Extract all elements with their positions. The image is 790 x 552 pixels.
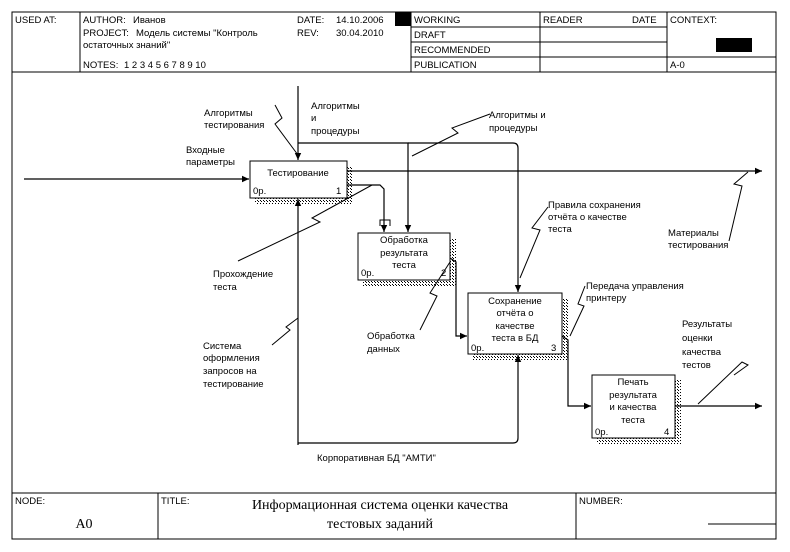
label-data-processing-line2: данных bbox=[367, 344, 400, 355]
label-saving-rules-line2: отчёта о качестве bbox=[548, 212, 627, 223]
label-query-system-line2: оформления bbox=[203, 353, 260, 364]
label-algorithms-procedures-1-line3: процедуры bbox=[311, 126, 360, 137]
rev-label: REV: bbox=[297, 28, 319, 39]
author-label: AUTHOR: bbox=[83, 15, 126, 26]
label-quality-results-line4: тестов bbox=[682, 360, 711, 371]
notes-value: 1 2 3 4 5 6 7 8 9 10 bbox=[124, 60, 206, 71]
context-thumbnail[interactable] bbox=[716, 38, 752, 52]
label-quality-results-line1: Результаты bbox=[682, 319, 732, 330]
arrow-data-processing[interactable] bbox=[449, 257, 467, 340]
arrow-saving-rules[interactable] bbox=[408, 142, 522, 292]
activity-name-printing-line4: теста bbox=[621, 415, 646, 426]
tunnel-bracket-icon bbox=[379, 219, 391, 226]
activity-number-processing: 2 bbox=[441, 268, 446, 279]
label-query-system-line4: тестирование bbox=[203, 379, 264, 390]
footer-frame bbox=[11, 492, 777, 540]
node-value: A0 bbox=[75, 517, 92, 532]
label-algorithms-procedures-1-line2: и bbox=[311, 113, 316, 124]
diagram-title-line1: Информационная система оценки качества bbox=[252, 498, 509, 513]
activity-number-printing: 4 bbox=[664, 427, 669, 438]
arrow-corporate-db[interactable] bbox=[298, 355, 522, 444]
reader-date-label: DATE bbox=[632, 15, 657, 26]
label-data-processing-line1: Обработка bbox=[367, 331, 416, 342]
project-value-line1: Модель системы "Контроль bbox=[136, 28, 258, 39]
activity-name-processing-line2: результата bbox=[380, 248, 428, 259]
date-label: DATE: bbox=[297, 15, 324, 26]
label-test-materials-line2: тестирования bbox=[668, 240, 728, 251]
label-test-algorithms-line2: тестирования bbox=[204, 120, 264, 131]
label-saving-rules-line1: Правила сохранения bbox=[548, 200, 641, 211]
working-status-marker bbox=[395, 12, 411, 26]
label-test-passing-line1: Прохождение bbox=[213, 269, 273, 280]
status-recommended: RECOMMENDED bbox=[414, 45, 491, 56]
label-print-control-line1: Передача управления bbox=[586, 281, 684, 292]
status-draft: DRAFT bbox=[414, 30, 446, 41]
activity-name-processing-line3: теста bbox=[392, 260, 417, 271]
arrow-labels: Входные параметры Алгоритмы тестирования… bbox=[186, 101, 732, 464]
activity-box-saving[interactable]: Сохранение отчёта о качестве теста в БД … bbox=[467, 292, 568, 360]
activity-box-processing[interactable]: Обработка результата теста 0р. 2 bbox=[357, 219, 456, 286]
activity-name-printing-line1: Печать bbox=[617, 377, 648, 388]
label-input-params-line2: параметры bbox=[186, 157, 235, 168]
label-quality-results-line2: оценки bbox=[682, 333, 713, 344]
label-test-materials-line1: Материалы bbox=[668, 228, 719, 239]
activity-name-saving-line1: Сохранение bbox=[488, 296, 542, 307]
status-working: WORKING bbox=[414, 15, 460, 26]
context-node: A-0 bbox=[670, 60, 685, 71]
label-connectors bbox=[237, 104, 749, 405]
used-at-label: USED AT: bbox=[15, 15, 57, 26]
activity-name-printing-line3: и качества bbox=[610, 402, 658, 413]
label-corporate-db: Корпоративная БД "АМТИ" bbox=[317, 453, 436, 464]
activity-name-saving-line4: теста в БД bbox=[492, 333, 539, 344]
label-query-system-line1: Система bbox=[203, 341, 242, 352]
label-algorithms-procedures-2-line2: процедуры bbox=[489, 123, 538, 134]
diagram-title-line2: тестовых заданий bbox=[327, 517, 433, 532]
arrows bbox=[24, 86, 762, 445]
activity-name-saving-line3: качестве bbox=[496, 321, 535, 332]
label-test-passing-line2: теста bbox=[213, 282, 238, 293]
author-value: Иванов bbox=[133, 15, 166, 26]
activity-number-saving: 3 bbox=[551, 343, 556, 354]
rev-value: 30.04.2010 bbox=[336, 28, 384, 39]
label-input-params-line1: Входные bbox=[186, 145, 225, 156]
node-label: NODE: bbox=[15, 496, 45, 507]
activity-name-processing-line1: Обработка bbox=[380, 235, 429, 246]
arrow-test-passing[interactable] bbox=[347, 184, 388, 232]
label-print-control-line2: принтеру bbox=[586, 293, 627, 304]
activity-box-testing[interactable]: Тестирование 0р. 1 bbox=[249, 160, 353, 204]
activity-name-printing-line2: результата bbox=[609, 390, 657, 401]
project-value-line2: остаточных знаний" bbox=[83, 40, 170, 51]
label-algorithms-procedures-2-line1: Алгоритмы и bbox=[489, 110, 546, 121]
project-label: PROJECT: bbox=[83, 28, 129, 39]
label-query-system-line3: запросов на bbox=[203, 366, 257, 377]
activity-number-testing: 1 bbox=[336, 186, 341, 197]
title-label: TITLE: bbox=[161, 496, 190, 507]
activity-cost-testing: 0р. bbox=[253, 186, 266, 197]
label-saving-rules-line3: теста bbox=[548, 224, 573, 235]
activity-cost-saving: 0р. bbox=[471, 343, 484, 354]
number-label: NUMBER: bbox=[579, 496, 623, 507]
activity-box-printing[interactable]: Печать результата и качества теста 0р. 4 bbox=[591, 374, 681, 444]
reader-label: READER bbox=[543, 15, 583, 26]
activity-cost-processing: 0р. bbox=[361, 268, 374, 279]
activity-name-saving-line2: отчёта о bbox=[496, 308, 533, 319]
activity-cost-printing: 0р. bbox=[595, 427, 608, 438]
activity-name-testing: Тестирование bbox=[267, 168, 329, 179]
context-label: CONTEXT: bbox=[670, 15, 717, 26]
status-publication: PUBLICATION bbox=[414, 60, 477, 71]
label-algorithms-procedures-1-line1: Алгоритмы bbox=[311, 101, 360, 112]
date-value: 14.10.2006 bbox=[336, 15, 384, 26]
notes-label: NOTES: bbox=[83, 60, 118, 71]
arrow-print-control[interactable] bbox=[561, 335, 591, 410]
label-test-algorithms-line1: Алгоритмы bbox=[204, 108, 253, 119]
label-quality-results-line3: качества bbox=[682, 347, 722, 358]
